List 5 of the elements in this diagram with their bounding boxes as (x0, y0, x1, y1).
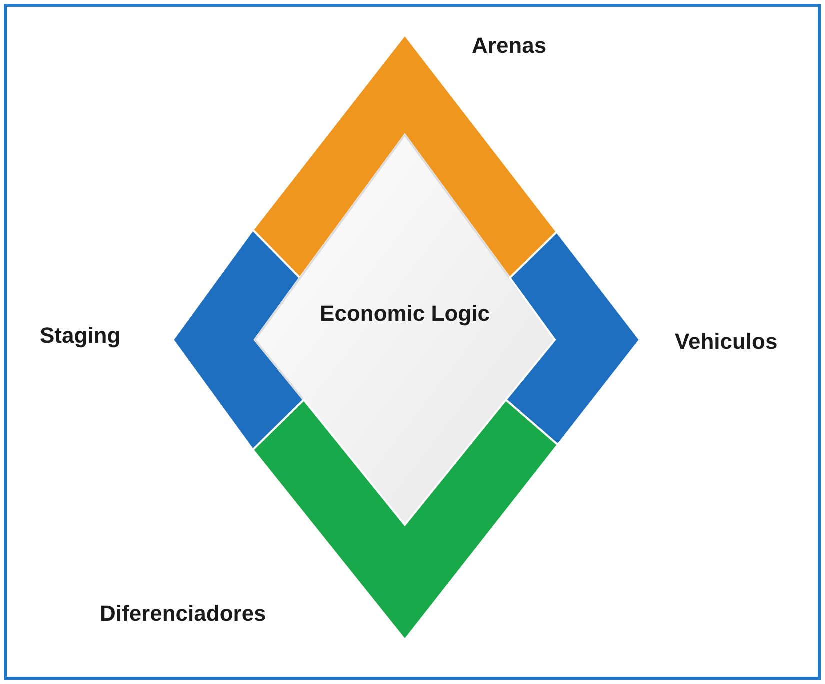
center-label: Economic Logic (320, 300, 490, 327)
segment-label: Staging (40, 322, 121, 349)
segment-label: Vehiculos (675, 328, 778, 355)
segment-label: Arenas (472, 32, 547, 59)
segment-label: Diferenciadores (100, 600, 266, 627)
